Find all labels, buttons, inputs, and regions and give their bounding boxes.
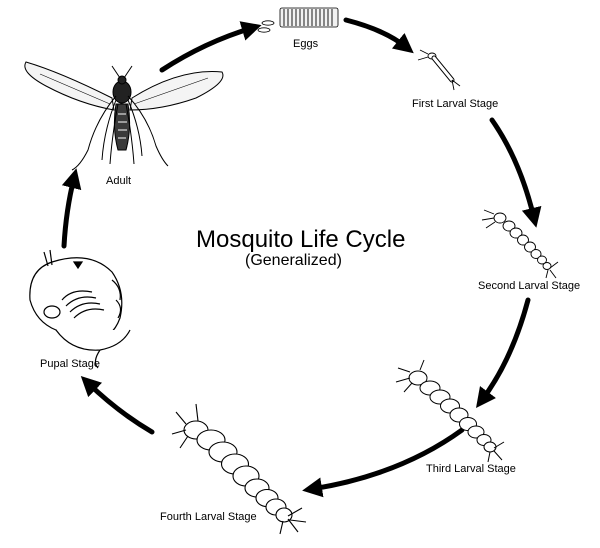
cycle-arrows bbox=[61, 17, 542, 498]
arrow-adult-to-eggs bbox=[159, 21, 262, 73]
arrow-fourth-larval-to-pupal bbox=[80, 376, 155, 435]
adult-illustration bbox=[24, 61, 224, 171]
first-larval-illustration bbox=[417, 49, 461, 91]
diagram-subtitle: (Generalized) bbox=[245, 252, 342, 269]
fourth-larval-illustration bbox=[171, 403, 307, 535]
second-larval-illustration bbox=[481, 209, 559, 279]
third-larval-illustration bbox=[395, 359, 505, 463]
diagram-title: Mosquito Life Cycle bbox=[196, 226, 406, 253]
eggs-illustration bbox=[257, 7, 339, 33]
label-third-larval-stage: Third Larval Stage bbox=[426, 463, 516, 475]
label-adult: Adult bbox=[106, 175, 132, 187]
label-eggs: Eggs bbox=[293, 38, 319, 50]
arrow-pupal-to-adult bbox=[61, 168, 82, 249]
label-fourth-larval-stage: Fourth Larval Stage bbox=[160, 511, 257, 523]
label-pupal-stage: Pupal Stage bbox=[40, 358, 100, 370]
arrow-first-to-second-larval bbox=[489, 117, 542, 228]
label-second-larval-stage: Second Larval Stage bbox=[478, 280, 581, 292]
pupal-illustration bbox=[29, 249, 131, 369]
label-first-larval-stage: First Larval Stage bbox=[412, 98, 499, 110]
arrow-eggs-to-first-larval bbox=[343, 17, 414, 54]
arrow-second-to-third-larval bbox=[476, 297, 531, 409]
arrow-third-to-fourth-larval bbox=[302, 427, 465, 498]
